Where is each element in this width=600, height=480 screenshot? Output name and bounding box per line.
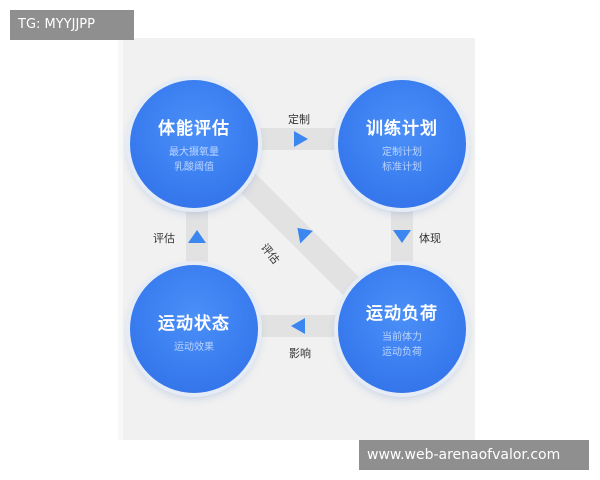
node-physical-assessment: 体能评估 最大摄氧量 乳酸阈值 bbox=[130, 80, 258, 208]
edge-label-influence: 影响 bbox=[289, 347, 311, 360]
node-subtitle: 当前体力 bbox=[382, 332, 422, 343]
node-title: 体能评估 bbox=[158, 119, 230, 139]
arrow-icon-customize bbox=[294, 131, 308, 147]
node-title: 运动状态 bbox=[158, 314, 230, 334]
watermark-bottom: www.web-arenaofvalor.com bbox=[359, 440, 589, 470]
edge-label-customize: 定制 bbox=[288, 113, 310, 126]
watermark-top: TG: MYYJJPP bbox=[10, 10, 134, 40]
node-subtitle: 标准计划 bbox=[382, 162, 422, 173]
node-exercise-state: 运动状态 运动效果 bbox=[130, 265, 258, 393]
edge-label-embody: 体现 bbox=[419, 232, 441, 245]
arrow-icon-embody bbox=[393, 230, 411, 243]
panel-left-edge bbox=[118, 38, 123, 440]
edge-label-assess-left: 评估 bbox=[153, 232, 175, 245]
node-title: 训练计划 bbox=[366, 119, 438, 139]
arrow-icon-influence bbox=[291, 318, 305, 334]
node-subtitle: 定制计划 bbox=[382, 147, 422, 158]
node-subtitle: 运动效果 bbox=[174, 342, 214, 353]
node-title: 运动负荷 bbox=[366, 304, 438, 324]
node-subtitle: 最大摄氧量 bbox=[169, 147, 219, 158]
node-subtitle: 乳酸阈值 bbox=[174, 162, 214, 173]
node-subtitle: 运动负荷 bbox=[382, 347, 422, 358]
node-training-load: 运动负荷 当前体力 运动负荷 bbox=[338, 265, 466, 393]
arrow-icon-assess-left bbox=[188, 230, 206, 243]
node-training-plan: 训练计划 定制计划 标准计划 bbox=[338, 80, 466, 208]
